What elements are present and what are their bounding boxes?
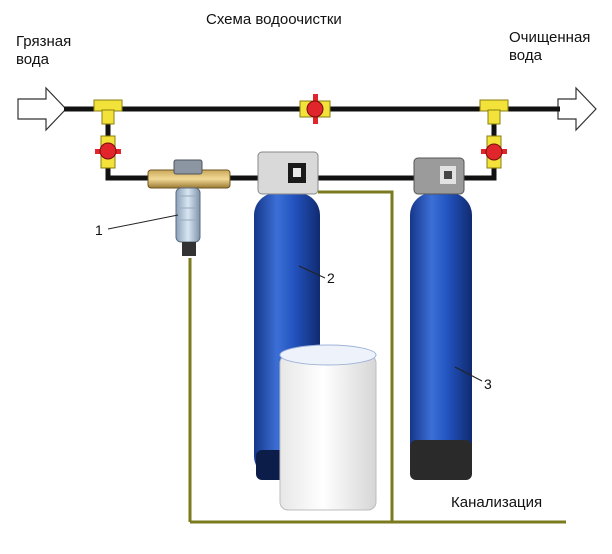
inlet-label: Грязная вода <box>16 33 72 68</box>
drain-label: Канализация <box>451 494 543 511</box>
softener-control-head <box>257 151 319 195</box>
tank3-control-head <box>413 157 465 195</box>
outlet-label: Очищенная вода <box>509 29 591 64</box>
component-number-1: 1 <box>95 222 103 238</box>
filter-tank-3 <box>410 193 472 480</box>
tee-fitting-right <box>479 99 509 125</box>
outlet-arrow-icon <box>557 86 597 132</box>
drain-line <box>188 190 566 524</box>
component-number-3: 3 <box>484 376 492 392</box>
inlet-branch-pipe <box>105 109 160 181</box>
leader-line-1 <box>107 214 179 230</box>
tee-fitting-left <box>93 99 123 125</box>
component-number-2: 2 <box>327 270 335 286</box>
inlet-arrow-icon <box>17 86 67 132</box>
bypass-valve-icon <box>299 94 331 124</box>
brine-tank <box>279 344 377 511</box>
mechanical-filter-icon <box>147 159 231 256</box>
outlet-valve-icon <box>481 135 507 169</box>
diagram-title: Схема водоочистки <box>206 11 342 28</box>
inlet-valve-icon <box>95 135 121 169</box>
leader-line-3 <box>454 366 483 382</box>
outlet-branch-pipe <box>462 109 497 181</box>
leader-line-2 <box>298 265 326 279</box>
